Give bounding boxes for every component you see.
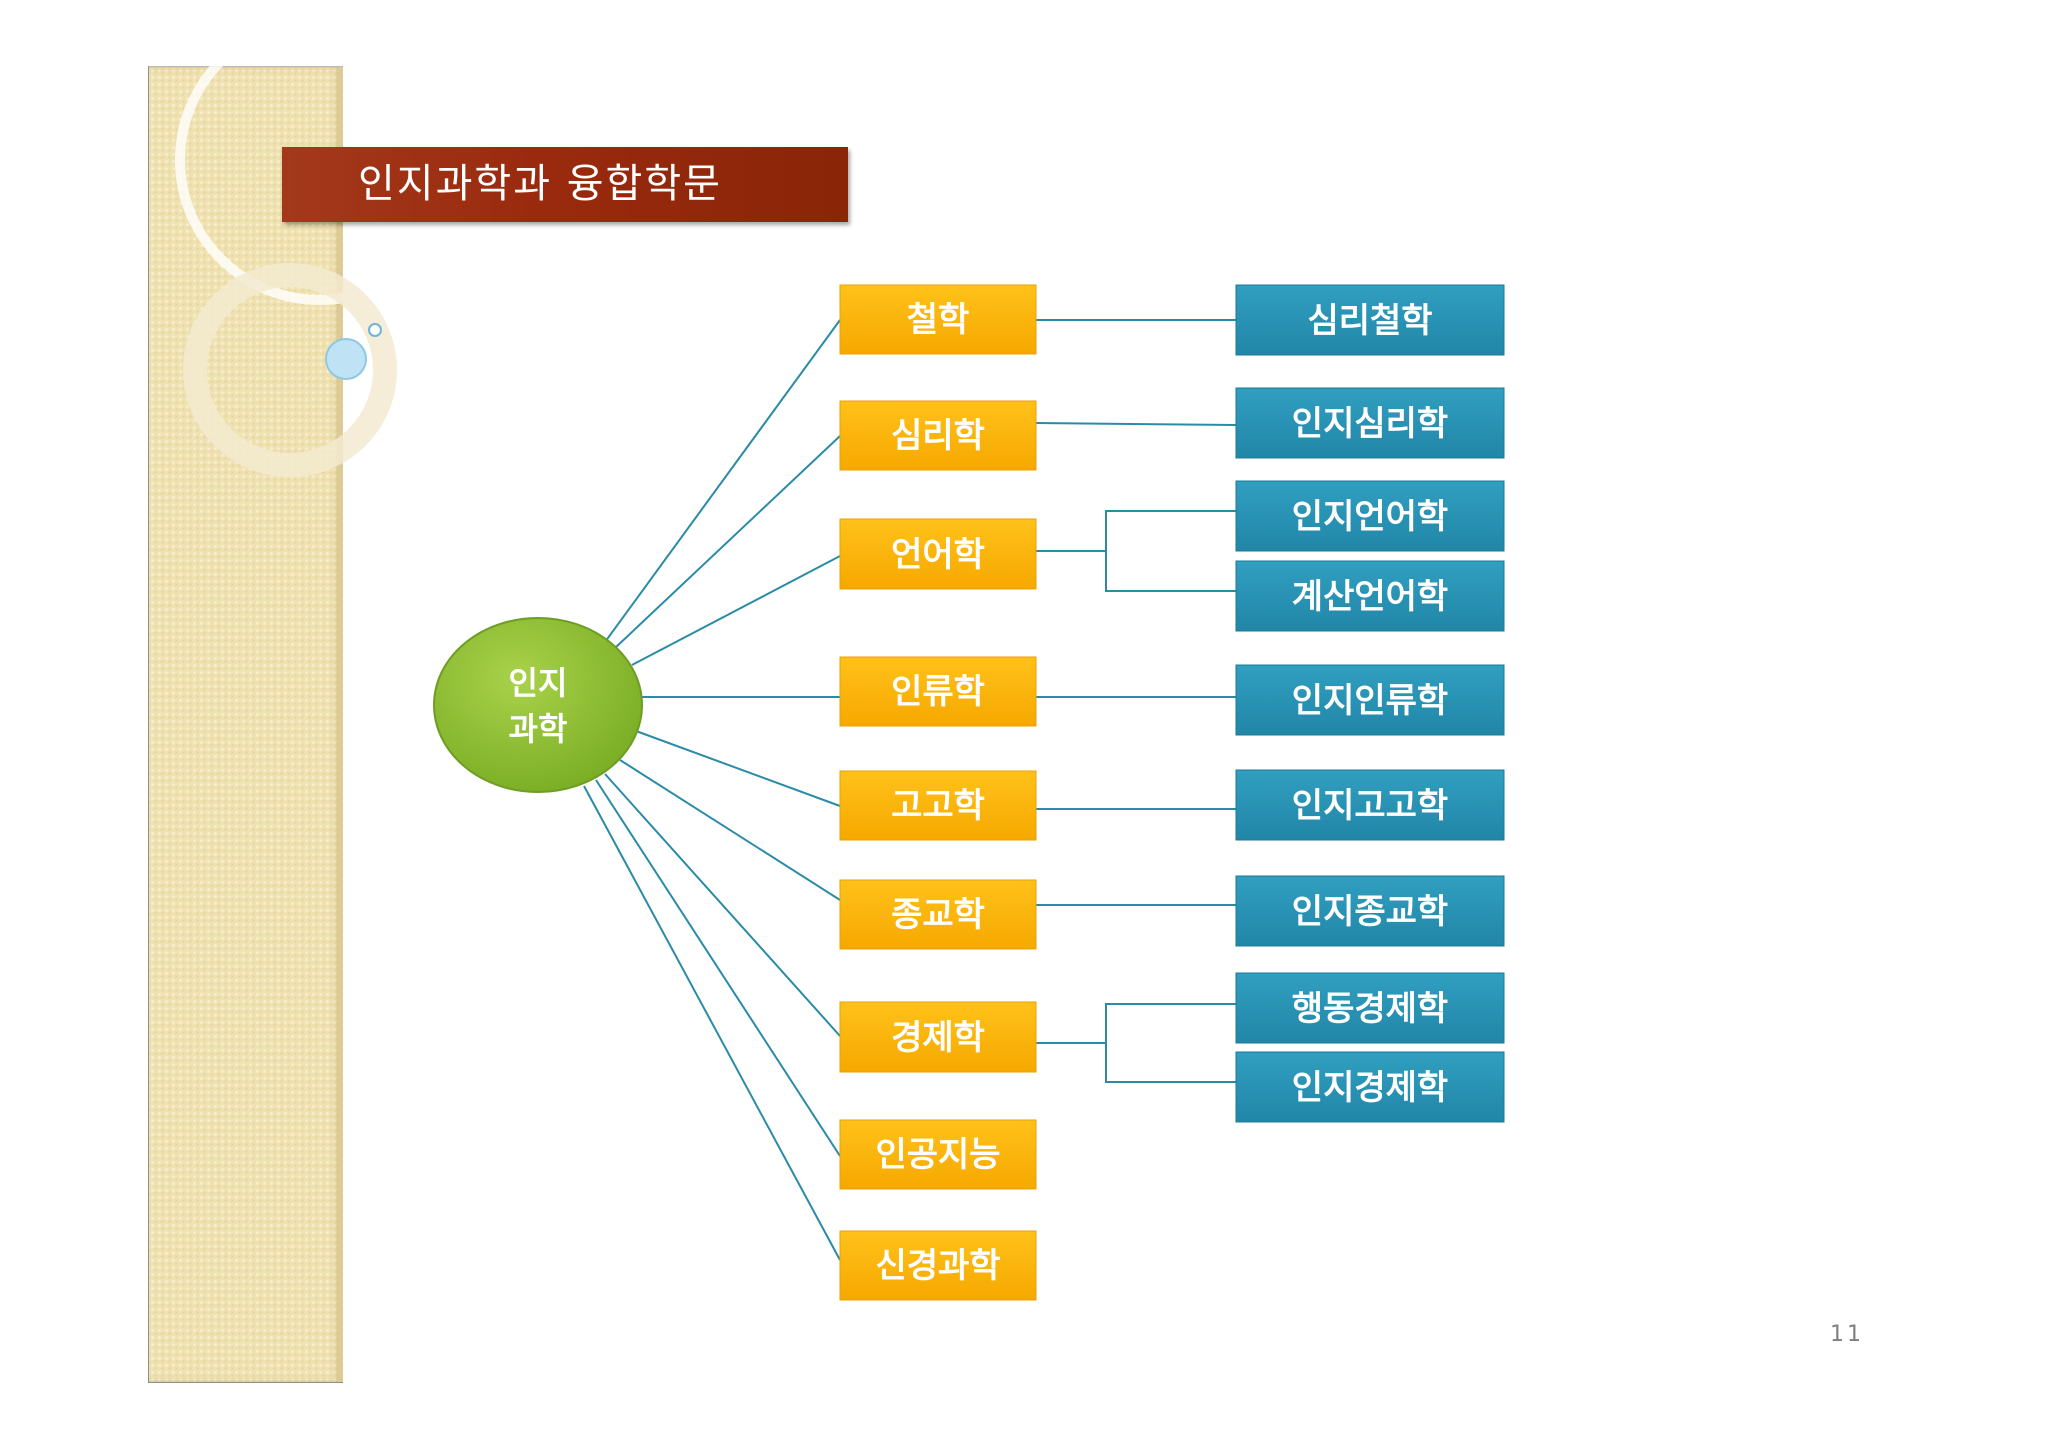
converged-node: 인지고고학 — [1235, 769, 1505, 841]
root-label-line2: 과학 — [509, 710, 568, 748]
discipline-box — [839, 518, 1037, 590]
converged-label: 심리철학 — [1307, 301, 1432, 341]
root-connectors — [583, 319, 841, 1261]
discipline-node: 종교학 — [839, 879, 1037, 950]
discipline-box — [839, 1119, 1037, 1190]
root-label-line1: 인지 — [509, 664, 568, 702]
discipline-label: 고고학 — [891, 786, 985, 826]
connector-root-ai — [595, 779, 841, 1157]
converged-label: 인지경제학 — [1292, 1068, 1448, 1108]
root-circle — [433, 617, 643, 793]
discipline-label: 철학 — [907, 300, 970, 340]
converged-node: 인지경제학 — [1235, 1051, 1505, 1123]
discipline-node: 인류학 — [839, 656, 1037, 727]
discipline-label: 심리학 — [891, 416, 985, 456]
converged-box — [1235, 480, 1505, 552]
discipline-box — [839, 1230, 1037, 1301]
connector-linguistics-upper — [1036, 510, 1236, 552]
converged-label: 인지고고학 — [1292, 786, 1448, 826]
connector-root-economics — [604, 773, 841, 1037]
discipline-label: 신경과학 — [875, 1246, 1000, 1286]
slide-title: 인지과학과 융합학문 — [282, 147, 848, 222]
connector-psychology-branch — [1035, 422, 1237, 426]
connector-root-archaeology — [635, 730, 841, 807]
converged-box — [1235, 875, 1505, 947]
connector-economics-upper — [1036, 1003, 1236, 1044]
discipline-node: 언어학 — [839, 518, 1037, 590]
converged-label: 인지종교학 — [1292, 892, 1448, 932]
converged-label: 계산언어학 — [1292, 577, 1448, 617]
converged-box — [1235, 387, 1505, 459]
converged-box — [1235, 664, 1505, 736]
converged-node: 인지심리학 — [1235, 387, 1505, 459]
converged-node: 심리철학 — [1235, 284, 1505, 356]
discipline-label: 인류학 — [891, 672, 985, 712]
converged-box — [1235, 1051, 1505, 1123]
discipline-box — [839, 1001, 1037, 1073]
connector-root-philosophy — [604, 319, 841, 643]
discipline-node: 철학 — [839, 284, 1037, 355]
connector-linguistics-lower — [1105, 551, 1236, 592]
converged-label: 인지언어학 — [1292, 497, 1448, 537]
converged-box — [1235, 972, 1505, 1044]
converged-node: 인지인류학 — [1235, 664, 1505, 736]
converged-label: 행동경제학 — [1292, 989, 1448, 1029]
discipline-node: 인공지능 — [839, 1119, 1037, 1190]
discipline-node: 심리학 — [839, 400, 1037, 471]
converged-node: 인지종교학 — [1235, 875, 1505, 947]
converged-node: 행동경제학 — [1235, 972, 1505, 1044]
connector-root-neuroscience — [583, 785, 841, 1261]
converged-nodes: 심리철학 인지심리학 인지언어학 계산언어학 인지인류학 인지고고학 인지종교학 — [1235, 284, 1505, 1123]
discipline-node: 경제학 — [839, 1001, 1037, 1073]
page-number: 11 — [1830, 1322, 1864, 1347]
converged-node: 인지언어학 — [1235, 480, 1505, 552]
converged-label: 인지심리학 — [1292, 404, 1448, 444]
root-node: 인지 과학 — [433, 617, 643, 793]
discipline-box — [839, 879, 1037, 950]
connector-root-psychology — [614, 435, 841, 649]
converged-box — [1235, 769, 1505, 841]
discipline-node: 고고학 — [839, 770, 1037, 841]
connector-economics-lower — [1105, 1043, 1236, 1083]
discipline-box — [839, 400, 1037, 471]
discipline-node: 신경과학 — [839, 1230, 1037, 1301]
discipline-nodes: 철학 심리학 언어학 인류학 고고학 종교학 경제학 인공지능 — [839, 284, 1037, 1301]
branch-connectors — [1035, 319, 1237, 1083]
connector-root-religion — [619, 759, 841, 901]
discipline-label: 종교학 — [891, 895, 985, 935]
discipline-label: 언어학 — [891, 535, 985, 575]
converged-label: 인지인류학 — [1292, 681, 1448, 721]
converged-box — [1235, 560, 1505, 632]
discipline-box — [839, 284, 1037, 355]
connector-root-linguistics — [631, 555, 841, 666]
converged-box — [1235, 284, 1505, 356]
side-panel-edge — [338, 67, 343, 1382]
discipline-label: 인공지능 — [875, 1135, 1000, 1175]
discipline-label: 경제학 — [891, 1018, 985, 1058]
discipline-box — [839, 656, 1037, 727]
discipline-box — [839, 770, 1037, 841]
converged-node: 계산언어학 — [1235, 560, 1505, 632]
